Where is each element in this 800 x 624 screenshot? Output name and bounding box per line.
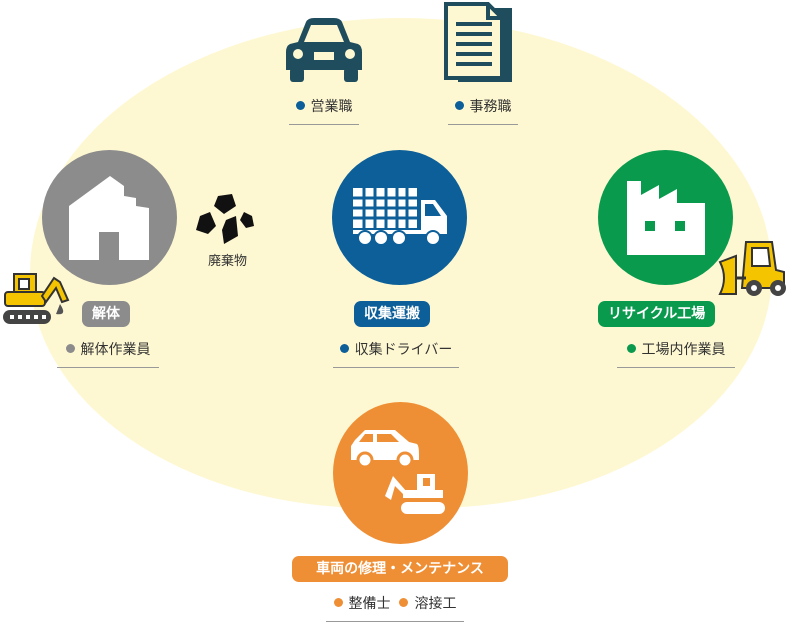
- house-icon: [68, 175, 149, 260]
- bullet-icon: [399, 598, 409, 607]
- recycle-label: リサイクル工場: [598, 301, 716, 327]
- job-list-maintenance: 整備士 溶接工: [326, 593, 464, 622]
- truck-icon: [352, 187, 447, 246]
- job-factory-worker: 工場内作業員: [617, 339, 735, 368]
- rubble-icon: [196, 194, 254, 244]
- job-sales: 営業職: [289, 96, 359, 125]
- bullet-icon: [626, 344, 636, 353]
- documents-icon: [444, 2, 512, 82]
- bulldozer-icon: [718, 241, 786, 296]
- job-office: 事務職: [448, 96, 518, 125]
- maintenance-label: 車両の修理・メンテナンス: [292, 556, 508, 582]
- excavator-icon: [3, 273, 70, 324]
- bullet-icon: [65, 344, 75, 353]
- recycle-circle: [598, 150, 733, 285]
- bullet-icon: [339, 344, 349, 353]
- transport-label: 収集運搬: [354, 301, 430, 327]
- transport-circle: [332, 150, 467, 285]
- bullet-icon: [295, 101, 305, 110]
- car-icon: [286, 18, 362, 82]
- vehicles-icon: [350, 430, 445, 514]
- waste-label: 廃棄物: [208, 254, 248, 269]
- factory-icon: [626, 180, 705, 255]
- maintenance-circle: [333, 402, 468, 544]
- job-demolition-worker: 解体作業員: [57, 339, 159, 368]
- job-collection-driver: 収集ドライバー: [333, 339, 459, 368]
- demolition-label: 解体: [82, 301, 130, 327]
- demolition-circle: [42, 150, 177, 285]
- bullet-icon: [454, 101, 464, 110]
- bullet-icon: [333, 598, 343, 607]
